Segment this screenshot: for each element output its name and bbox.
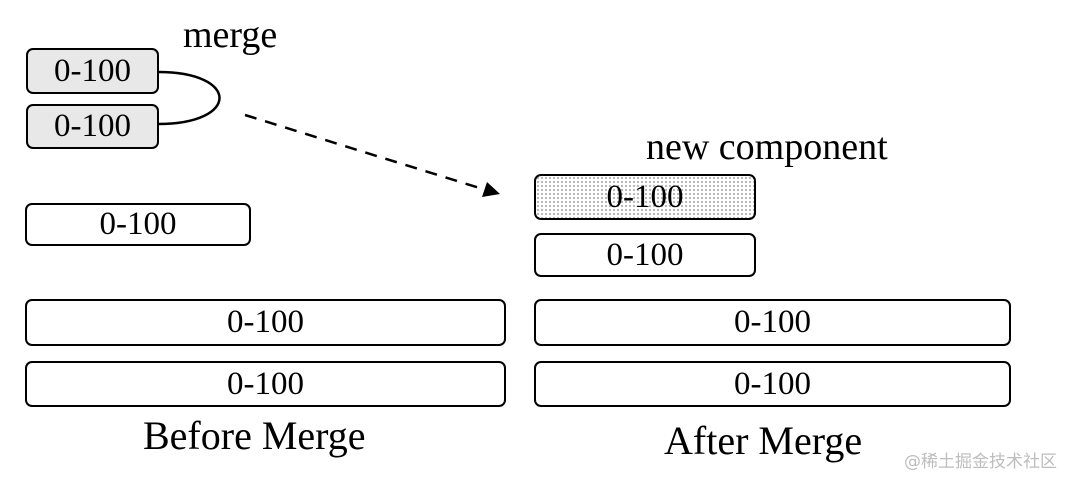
before-component-wide-1: 0-100 [25,299,506,346]
watermark: @稀土掘金技术社区 [904,452,1057,472]
new-merged-component: 0-100 [534,174,756,220]
before-component-wide-2: 0-100 [25,361,506,407]
after-component-small: 0-100 [534,233,756,277]
before-merge-caption: Before Merge [143,413,366,458]
before-component-small: 0-100 [25,203,251,246]
after-component-wide-2: 0-100 [534,361,1011,407]
merge-bracket [157,70,221,126]
merge-arrow-line [244,113,487,192]
merge-arrow-head [482,182,500,197]
merge-label: merge [183,14,278,56]
merging-component-1: 0-100 [26,48,159,94]
after-component-wide-1: 0-100 [534,299,1011,346]
new-component-label: new component [646,126,888,168]
after-merge-caption: After Merge [664,418,863,463]
merging-component-2: 0-100 [26,104,159,149]
